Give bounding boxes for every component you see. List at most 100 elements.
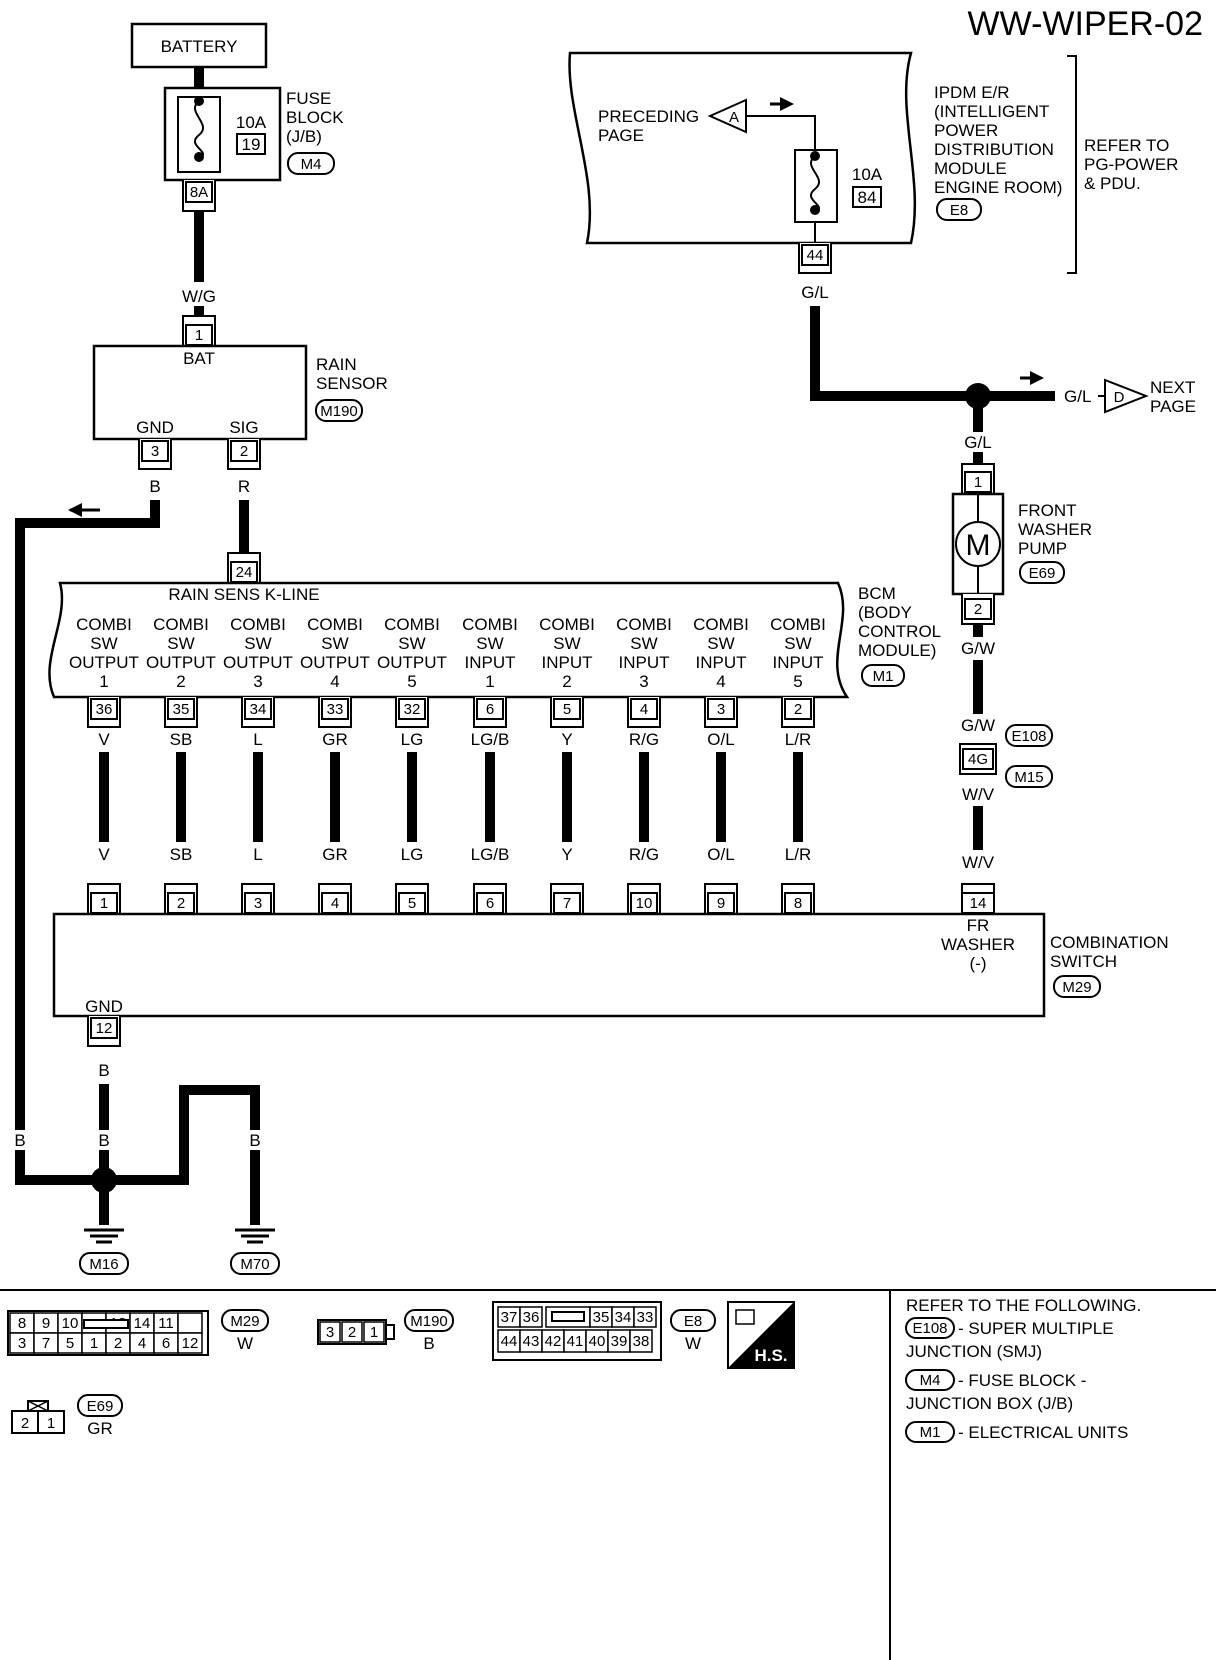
- fuse-block-label-1: FUSE: [286, 89, 331, 108]
- wire-color-label-bottom: O/L: [707, 845, 734, 864]
- power-junction-node: [965, 383, 991, 409]
- sensor-sig-pin-box: [230, 440, 258, 462]
- e69-view-pin-0: 2: [21, 1415, 29, 1432]
- battery-label: BATTERY: [161, 37, 238, 56]
- bcm-terminal-label: SW: [167, 634, 194, 653]
- ground-junction-node: [91, 1167, 117, 1193]
- wire-label-sensor-gnd: B: [149, 477, 160, 496]
- m29-view-id: M29: [230, 1313, 259, 1330]
- m190-view-color: B: [423, 1334, 434, 1353]
- bcm-terminal-label: 1: [99, 672, 108, 691]
- hs-connector-icon: [735, 1309, 755, 1325]
- junction-pin-box: [962, 748, 994, 770]
- wire-color-label-top: L: [253, 730, 262, 749]
- e8-view-pin: 43: [523, 1333, 540, 1350]
- bcm-terminal-label: 2: [176, 672, 185, 691]
- switch-pin: 5: [408, 895, 416, 912]
- ipdm-label-6: ENGINE ROOM): [934, 178, 1062, 197]
- m29-view-pin: 8: [18, 1315, 26, 1332]
- e8-view-pin: 44: [501, 1333, 518, 1350]
- m29-view-pin: 5: [66, 1335, 74, 1352]
- pump-pin-bottom: 2: [974, 601, 982, 618]
- switch-gnd-pin-box: [90, 1017, 118, 1039]
- bcm-terminal-label: INPUT: [773, 653, 824, 672]
- e8-view-color: W: [685, 1334, 701, 1353]
- switch-pin: 4: [331, 895, 339, 912]
- wire-label-gnd-12: B: [98, 1061, 109, 1080]
- hs-badge: H.S.: [727, 1301, 795, 1369]
- ground-label-3: B: [178, 1131, 189, 1150]
- m29-view-pin: 14: [134, 1315, 151, 1332]
- bcm-terminal-label: INPUT: [542, 653, 593, 672]
- bcm-terminal-label: COMBI: [770, 615, 826, 634]
- e8-view-pin: 34: [615, 1309, 632, 1326]
- bcm-box: [48, 581, 850, 699]
- refer-bracket: [1067, 55, 1077, 274]
- m190-view-cell: [363, 1321, 385, 1343]
- wire-color-label-bottom: L/R: [785, 845, 811, 864]
- bcm-pin: 5: [563, 701, 571, 718]
- ipdm-refer-1: REFER TO: [1084, 136, 1169, 155]
- bcm-pin: 32: [404, 701, 421, 718]
- e8-view-cell: [629, 1329, 653, 1353]
- ipdm-refer-3: & PDU.: [1084, 174, 1141, 193]
- bcm-pin: 3: [717, 701, 725, 718]
- m190-view-cell: [319, 1321, 341, 1343]
- fuse-block-label-3: (J/B): [286, 127, 322, 146]
- wire-label-to-switch: W/V: [962, 853, 995, 872]
- next-page-label-1: NEXT: [1150, 378, 1195, 397]
- preceding-page-marker: A: [729, 109, 739, 126]
- ipdm-fuse-node-bottom: [810, 205, 820, 215]
- bcm-pin-box: [167, 698, 195, 720]
- ipdm-label-5: MODULE: [934, 159, 1007, 178]
- sensor-bat-label: BAT: [183, 349, 215, 368]
- bcm-terminal-label: COMBI: [153, 615, 209, 634]
- refer-tag-m4-box: [905, 1369, 955, 1391]
- bcm-pin-box: [784, 698, 812, 720]
- refer-tag-m4: M4: [920, 1372, 941, 1389]
- refer-item-m1-1: - ELECTRICAL UNITS: [958, 1423, 1128, 1442]
- fuse-amps: 10A: [236, 113, 267, 132]
- e69-view-pin-1: 1: [47, 1415, 55, 1432]
- bcm-terminal-label: COMBI: [307, 615, 363, 634]
- wire-color-label-bottom: R/G: [629, 845, 659, 864]
- bcm-terminal-label: SW: [553, 634, 580, 653]
- refer-tag-m1-box: [905, 1421, 955, 1443]
- wire-color-label-top: R/G: [629, 730, 659, 749]
- junction-pin: 4G: [968, 751, 988, 768]
- arrow-left-icon: [68, 503, 82, 517]
- pump-connector-tag: [1019, 561, 1065, 584]
- m29-view-pin: 3: [18, 1335, 26, 1352]
- ground-symbol-m70: [235, 1228, 275, 1244]
- bcm-pin-box: [630, 698, 658, 720]
- wire-label-sensor-sig: R: [238, 477, 250, 496]
- sensor-bat-pin: 1: [195, 327, 203, 344]
- connector-view-m29: 8910131411375124612: [7, 1310, 209, 1356]
- refer-tag-m1: M1: [920, 1424, 941, 1441]
- ipdm-fuse-number-box: [852, 186, 882, 208]
- next-page-label-2: PAGE: [1150, 397, 1196, 416]
- ipdm-label-1: IPDM E/R: [934, 83, 1010, 102]
- pump-pin2-box: [964, 598, 992, 620]
- wire-color-label-top: GR: [322, 730, 348, 749]
- combination-switch-label-1: COMBINATION: [1050, 933, 1169, 952]
- bcm-terminal-label: COMBI: [230, 615, 286, 634]
- m190-view-pin: 1: [370, 1324, 378, 1341]
- refer-tag-e108: E108: [912, 1320, 947, 1337]
- bcm-terminal-label: SW: [244, 634, 271, 653]
- wire-label-w-g: W/G: [182, 287, 216, 306]
- bcm-label-3: CONTROL: [858, 622, 941, 641]
- e8-view-pin: 33: [637, 1309, 654, 1326]
- bcm-label-1: BCM: [858, 584, 896, 603]
- ipdm-box: [568, 51, 917, 245]
- bcm-pin: 6: [486, 701, 494, 718]
- switch-pin: 1: [100, 895, 108, 912]
- bcm-terminal-label: COMBI: [539, 615, 595, 634]
- bcm-terminal-label: SW: [784, 634, 811, 653]
- wire-ipdm-to-junction: [810, 306, 1055, 401]
- ipdm-fuse-amps: 10A: [852, 165, 883, 184]
- switch-gnd-label: GND: [85, 997, 123, 1016]
- wire-ground-network: [15, 1085, 260, 1185]
- combination-switch-label-2: SWITCH: [1050, 952, 1117, 971]
